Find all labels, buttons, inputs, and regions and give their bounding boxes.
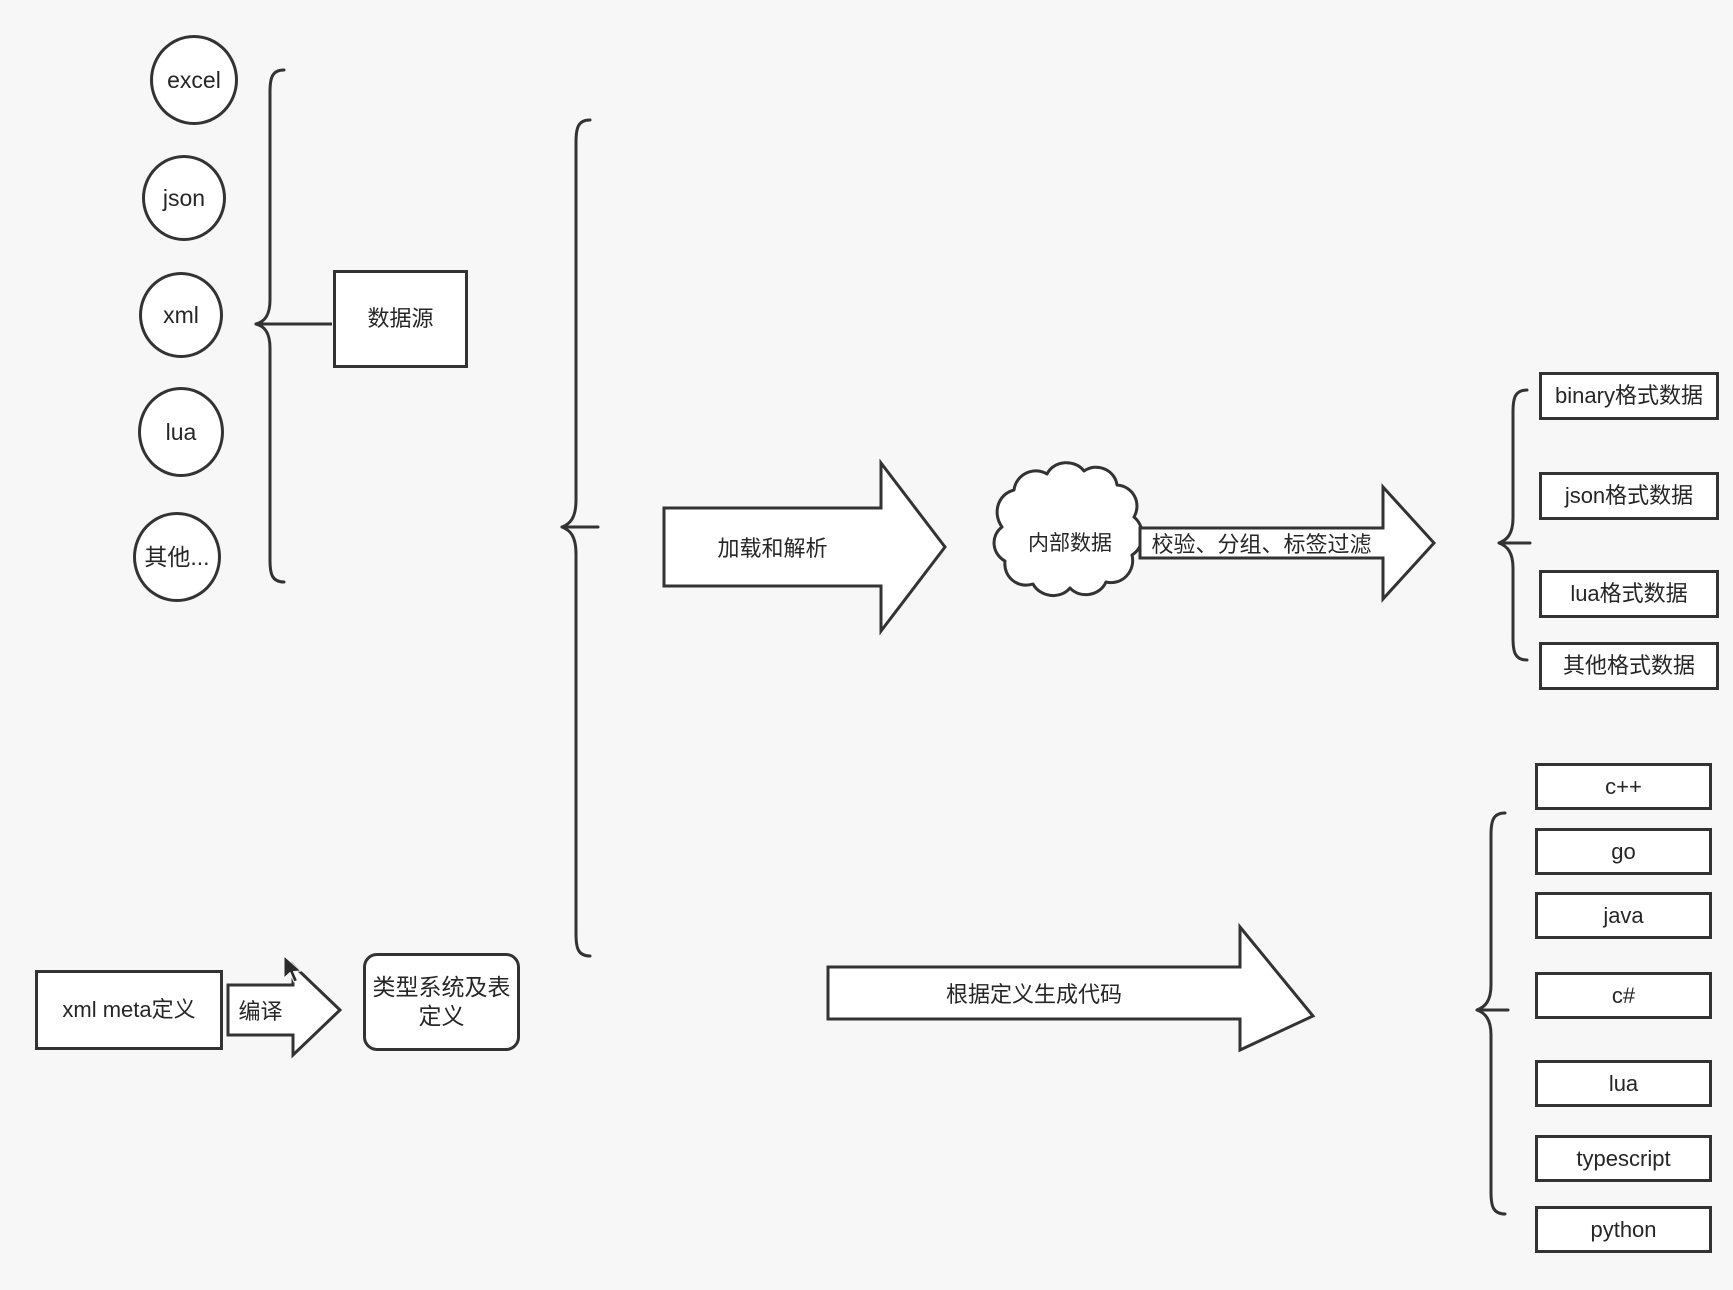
language-box-typescript[interactable]: typescript xyxy=(1535,1135,1712,1182)
compile-arrow-label: 编译 xyxy=(238,999,283,1024)
validate-group-filter-arrow-icon xyxy=(1138,483,1437,603)
language-box-csharp-label: c# xyxy=(1611,982,1636,1008)
language-box-java[interactable]: java xyxy=(1535,892,1712,939)
generate-code-arrow-label-wrap: 根据定义生成代码 xyxy=(828,967,1240,1019)
type-system-label: 类型系统及表定义 xyxy=(372,974,511,1029)
source-node-xml[interactable]: xml xyxy=(139,272,223,358)
source-node-other-label: 其他... xyxy=(144,543,210,570)
data-source-box[interactable]: 数据源 xyxy=(333,270,468,368)
type-system-box[interactable]: 类型系统及表定义 xyxy=(363,953,520,1051)
sources-brace-icon xyxy=(254,68,294,584)
mouse-cursor-icon xyxy=(283,955,302,983)
language-box-lua-label: lua xyxy=(1608,1070,1639,1096)
language-box-cpp-label: c++ xyxy=(1605,773,1642,799)
internal-data-label-wrap: 内部数据 xyxy=(995,512,1145,572)
language-box-go[interactable]: go xyxy=(1535,828,1712,875)
xml-meta-definition-label: xml meta定义 xyxy=(62,997,196,1023)
source-node-json[interactable]: json xyxy=(142,155,226,241)
languages-brace-icon xyxy=(1475,811,1510,1216)
output-box-json-label: json格式数据 xyxy=(1564,483,1694,509)
source-node-other[interactable]: 其他... xyxy=(133,512,221,602)
output-box-other[interactable]: 其他格式数据 xyxy=(1539,642,1719,690)
language-box-typescript-label: typescript xyxy=(1576,1145,1671,1171)
source-node-excel[interactable]: excel xyxy=(150,35,238,125)
generate-code-arrow-icon xyxy=(826,922,1316,1053)
source-node-xml-label: xml xyxy=(163,301,199,328)
output-box-binary-label: binary格式数据 xyxy=(1555,383,1703,409)
language-box-csharp[interactable]: c# xyxy=(1535,972,1712,1019)
output-box-json[interactable]: json格式数据 xyxy=(1539,472,1719,520)
output-box-binary[interactable]: binary格式数据 xyxy=(1539,372,1719,420)
outputs-brace-icon xyxy=(1497,388,1532,662)
language-box-python-label: python xyxy=(1590,1216,1657,1242)
validate-group-filter-arrow-label-wrap: 校验、分组、标签过滤 xyxy=(1140,528,1383,558)
language-box-cpp[interactable]: c++ xyxy=(1535,763,1712,810)
source-node-excel-label: excel xyxy=(167,66,221,93)
output-box-lua-label: lua格式数据 xyxy=(1570,581,1688,607)
source-node-lua-label: lua xyxy=(165,418,197,445)
language-box-java-label: java xyxy=(1603,902,1644,928)
validate-group-filter-arrow-label: 校验、分组、标签过滤 xyxy=(1151,532,1372,557)
source-node-json-label: json xyxy=(162,184,206,211)
compile-arrow-icon xyxy=(226,961,343,1059)
language-box-go-label: go xyxy=(1611,838,1636,864)
compile-arrow-label-wrap: 编译 xyxy=(228,985,293,1035)
stage-brace-icon xyxy=(560,118,600,958)
load-parse-arrow-label: 加载和解析 xyxy=(717,536,828,561)
load-parse-arrow-label-wrap: 加载和解析 xyxy=(664,508,881,586)
internal-data-cloud-icon xyxy=(992,461,1144,597)
source-node-lua[interactable]: lua xyxy=(138,387,224,477)
output-box-lua[interactable]: lua格式数据 xyxy=(1539,570,1719,618)
output-box-other-label: 其他格式数据 xyxy=(1562,653,1695,679)
language-box-python[interactable]: python xyxy=(1535,1206,1712,1253)
language-box-lua[interactable]: lua xyxy=(1535,1060,1712,1107)
data-source-box-label: 数据源 xyxy=(367,306,434,332)
internal-data-label: 内部数据 xyxy=(1028,532,1112,555)
xml-meta-definition-box[interactable]: xml meta定义 xyxy=(35,970,223,1050)
load-parse-arrow-icon xyxy=(662,458,947,636)
generate-code-arrow-label: 根据定义生成代码 xyxy=(945,982,1122,1007)
